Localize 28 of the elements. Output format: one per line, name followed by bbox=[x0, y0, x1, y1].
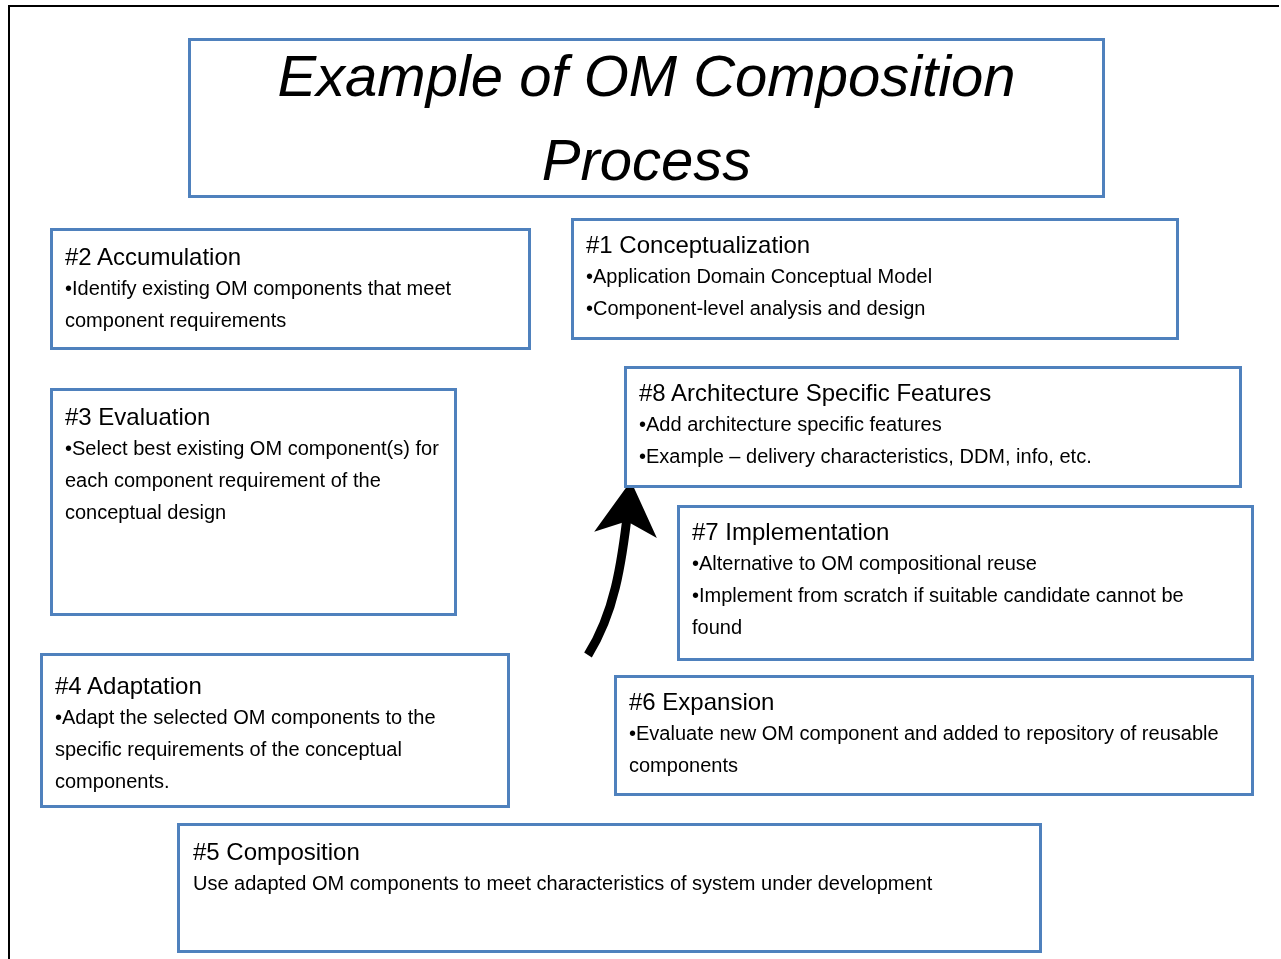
step-heading: #7 Implementation bbox=[692, 517, 891, 547]
step-heading: #8 Architecture Specific Features bbox=[639, 378, 993, 408]
step-text: •Implement from scratch if suitable candidate cannot be found bbox=[692, 583, 1185, 641]
process-box bbox=[571, 218, 1179, 340]
step-heading: #6 Expansion bbox=[629, 687, 776, 717]
process-box bbox=[50, 388, 457, 616]
process-box bbox=[177, 823, 1042, 953]
process-box bbox=[50, 228, 531, 350]
step-text: •Select best existing OM component(s) for each component requirement of the conceptual design bbox=[65, 436, 440, 526]
step-heading: #3 Evaluation bbox=[65, 402, 212, 432]
step-text: •Evaluate new OM component and added to repository of reusable components bbox=[629, 721, 1220, 779]
step-text: •Application Domain Conceptual Model bbox=[586, 264, 934, 290]
step-text: •Identify existing OM components that meet component requirements bbox=[65, 276, 453, 334]
step-text: •Example – delivery characteristics, DDM, info, etc. bbox=[639, 444, 1093, 470]
step-heading: #1 Conceptualization bbox=[586, 230, 812, 260]
process-box bbox=[624, 366, 1242, 488]
step-heading: #2 Accumulation bbox=[65, 242, 243, 272]
step-text: •Alternative to OM compositional reuse bbox=[692, 551, 1038, 577]
title: Example of OM Composition Process bbox=[276, 41, 1017, 194]
step-text: •Adapt the selected OM components to the specific requirements of the conceptual components. bbox=[55, 705, 437, 795]
process-box bbox=[614, 675, 1254, 796]
process-box bbox=[40, 653, 510, 808]
step-text: •Component-level analysis and design bbox=[586, 296, 927, 322]
step-heading: #4 Adaptation bbox=[55, 671, 203, 701]
process-box bbox=[677, 505, 1254, 661]
step-text: Use adapted OM components to meet characteristics of system under development bbox=[193, 871, 934, 897]
step-text: •Add architecture specific features bbox=[639, 412, 943, 438]
step-heading: #5 Composition bbox=[193, 837, 361, 867]
